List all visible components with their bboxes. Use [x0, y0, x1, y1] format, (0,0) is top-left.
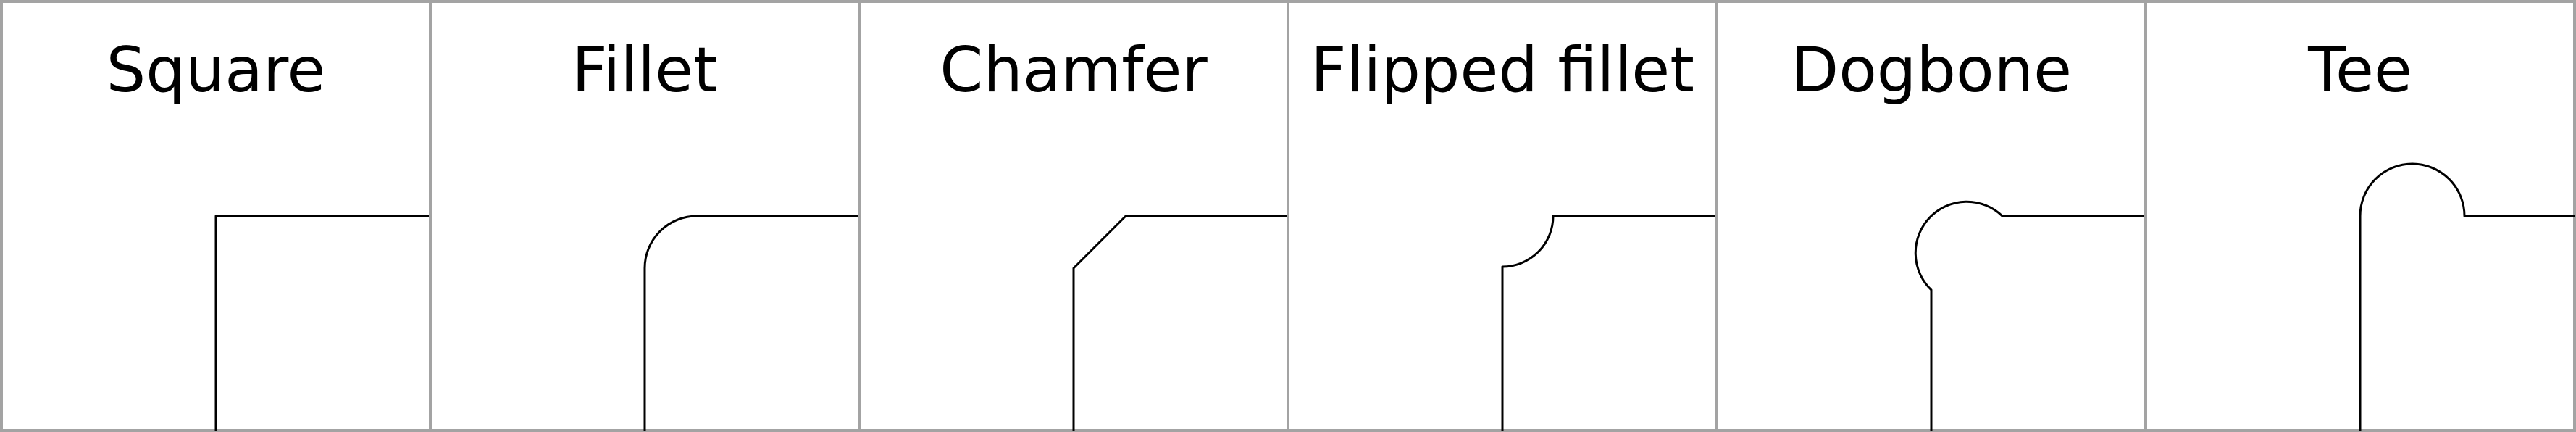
fillet-corner-profile — [643, 215, 859, 431]
panel-title: Tee — [2307, 34, 2412, 107]
panel-dogbone: Dogbone — [1715, 0, 2147, 432]
chamfer-corner-profile — [1072, 215, 1288, 431]
panel-title: Fillet — [572, 34, 718, 107]
flipped-fillet-corner-profile — [1501, 215, 1717, 431]
panel-chamfer: Chamfer — [858, 0, 1289, 432]
square-corner-profile — [214, 215, 430, 431]
panel-flipped-fillet: Flipped fillet — [1287, 0, 1718, 432]
panel-title: Dogbone — [1791, 34, 2072, 107]
panel-tee: Tee — [2144, 0, 2576, 432]
panel-title: Flipped fillet — [1310, 34, 1694, 107]
panel-fillet: Fillet — [429, 0, 861, 432]
panel-title: Square — [106, 34, 326, 107]
panel-square: Square — [0, 0, 432, 432]
tee-corner-profile — [2359, 162, 2575, 431]
panel-title: Chamfer — [940, 34, 1208, 107]
dogbone-corner-profile — [1914, 200, 2146, 431]
